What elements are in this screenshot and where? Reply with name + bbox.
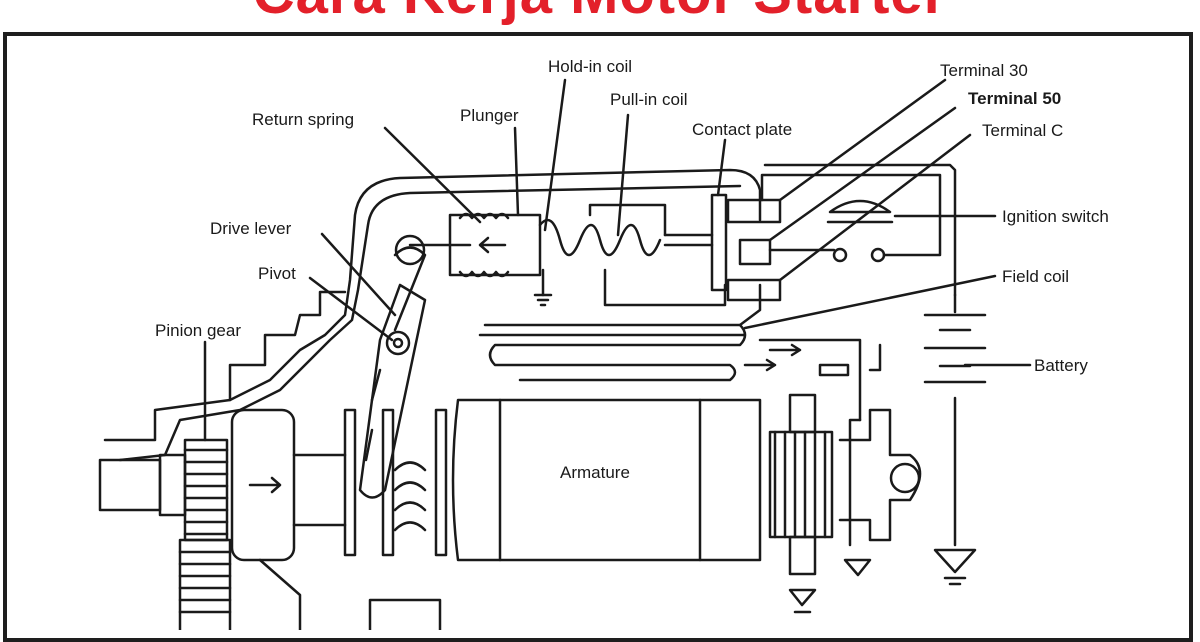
label-pull-in-coil: Pull-in coil xyxy=(610,90,687,109)
terminal-30-box xyxy=(726,198,782,224)
leader-hold-in-coil xyxy=(543,78,567,232)
end-wire xyxy=(848,343,882,547)
ignition-switch-dome xyxy=(828,199,892,214)
pull-in-coil-lead xyxy=(588,203,727,307)
label-terminal-30: Terminal 30 xyxy=(940,61,1028,80)
ignition-contact-right xyxy=(870,247,886,263)
brush-upper xyxy=(788,393,817,434)
terminal-c-box xyxy=(726,278,782,302)
armature-plate-left xyxy=(434,408,448,557)
ignition-contact-left xyxy=(832,247,848,263)
brush-ground-symbol xyxy=(788,588,817,614)
terminal-50-box xyxy=(738,238,772,266)
ring-gear xyxy=(178,538,232,630)
label-pivot: Pivot xyxy=(258,264,296,283)
current-arrow-2 xyxy=(768,343,802,357)
commutator xyxy=(768,430,834,539)
housing-bottom xyxy=(258,558,442,630)
pinion-hub xyxy=(158,453,187,517)
end-ground-symbol xyxy=(843,558,872,577)
return-spring-coil xyxy=(458,212,510,278)
leader-terminal-c xyxy=(778,133,972,282)
end-cover xyxy=(838,408,922,542)
hold-in-coil-winding xyxy=(538,218,662,257)
leader-contact-plate xyxy=(716,138,727,197)
drive-lever-slot xyxy=(364,368,382,462)
pinion-gear-teeth xyxy=(183,448,229,536)
label-pinion-gear: Pinion gear xyxy=(155,321,241,340)
label-hold-in-coil: Hold-in coil xyxy=(548,57,632,76)
shaft-end xyxy=(98,458,162,512)
leader-terminal-30 xyxy=(778,78,947,202)
ring-gear-teeth xyxy=(178,550,232,614)
end-bearing xyxy=(889,462,921,494)
output-shaft xyxy=(292,453,347,527)
label-field-coil: Field coil xyxy=(1002,267,1069,286)
pinion-gear xyxy=(183,438,229,542)
ignition-wire-outer xyxy=(763,163,957,297)
label-ignition-switch: Ignition switch xyxy=(1002,207,1109,226)
helical-spline xyxy=(393,461,427,532)
drive-lever-arm xyxy=(358,246,427,499)
armature-plate-left-3 xyxy=(381,408,395,557)
pivot-point-inner xyxy=(392,337,404,349)
housing-step-left xyxy=(228,290,347,402)
pivot-point xyxy=(385,330,411,356)
field-coil-loops xyxy=(478,323,747,382)
label-terminal-50: Terminal 50 xyxy=(968,89,1061,108)
diagram-labels: Hold-in coil Pull-in coil Terminal 30 Te… xyxy=(155,57,1109,482)
current-arrow xyxy=(743,358,777,372)
end-terminal xyxy=(818,363,850,377)
leader-plunger xyxy=(513,126,520,217)
label-contact-plate: Contact plate xyxy=(692,120,792,139)
solenoid-ground-symbol xyxy=(533,293,553,307)
field-coil-lead xyxy=(738,283,862,422)
label-battery: Battery xyxy=(1034,356,1088,375)
leader-terminal-50 xyxy=(768,106,957,242)
plunger-arrow xyxy=(478,236,507,254)
page-title: Cara Kerja Motor Starter xyxy=(0,0,1200,27)
armature-body xyxy=(451,398,762,562)
contact-wire xyxy=(663,233,714,247)
label-plunger: Plunger xyxy=(460,106,519,125)
label-drive-lever: Drive lever xyxy=(210,219,292,238)
label-terminal-c: Terminal C xyxy=(982,121,1063,140)
battery-ground-symbol xyxy=(933,548,977,574)
drive-lever-top xyxy=(394,234,426,266)
housing-inner xyxy=(118,184,742,462)
leader-field-coil xyxy=(743,274,997,330)
battery-ground-lines xyxy=(943,576,967,586)
label-armature: Armature xyxy=(560,463,630,482)
label-return-spring: Return spring xyxy=(252,110,354,129)
ignition-wire xyxy=(760,173,942,257)
leader-return-spring xyxy=(383,126,482,224)
contact-plate xyxy=(710,193,728,292)
leader-pivot xyxy=(308,276,394,342)
commutator-teeth xyxy=(773,430,827,539)
brush-lower xyxy=(788,535,817,576)
overrunning-clutch xyxy=(230,408,296,562)
starter-housing xyxy=(103,168,762,442)
leader-drive-lever xyxy=(320,232,397,317)
clutch-arrow xyxy=(248,476,282,494)
leader-pull-in-coil xyxy=(616,113,630,237)
armature-plate-left-2 xyxy=(343,408,357,557)
